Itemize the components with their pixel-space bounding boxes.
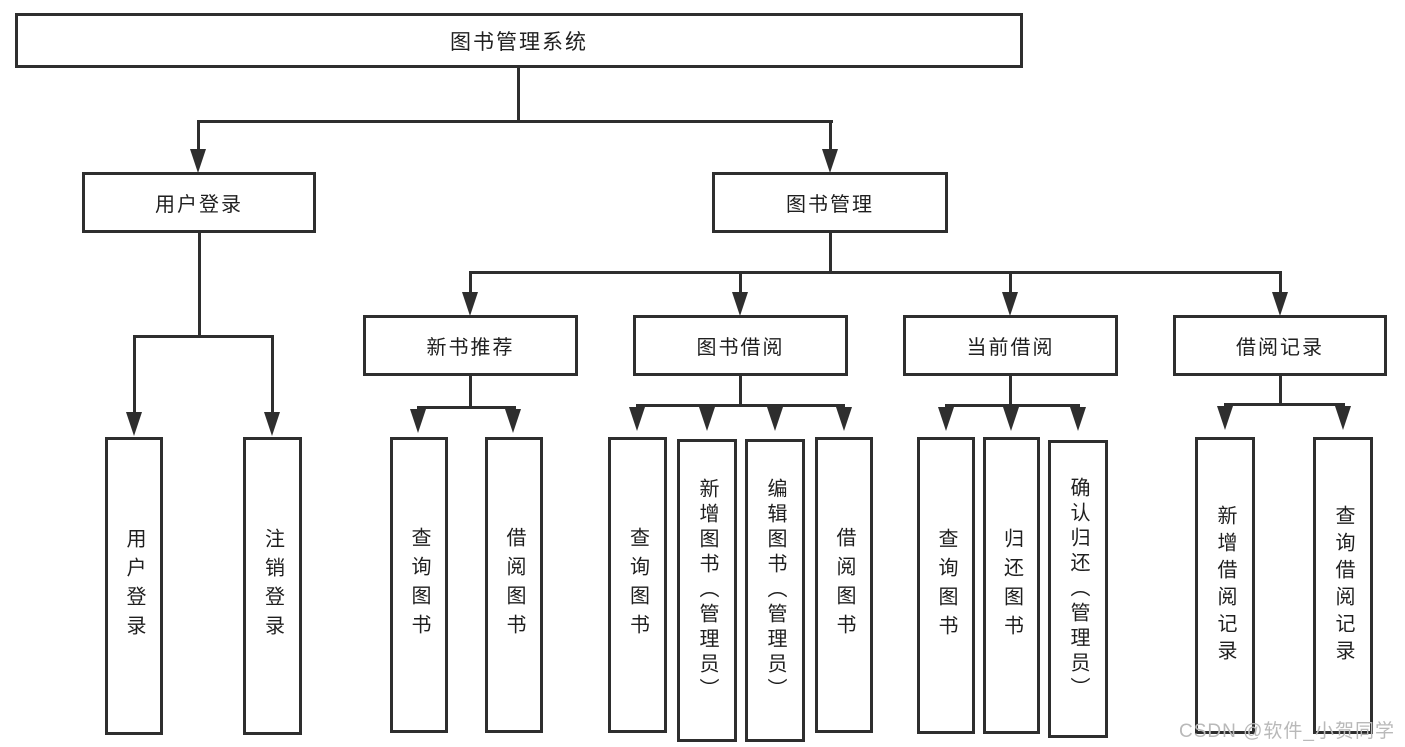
leaf-label: 归还图书	[1000, 527, 1023, 644]
node-new-book-recommend: 新书推荐	[363, 315, 578, 376]
arrow-down-icon	[264, 412, 280, 436]
connector-g1-stem	[469, 376, 472, 408]
leaf-label: 确认归还（管理员）	[1067, 476, 1089, 702]
leaf-user-login: 用户登录	[105, 437, 163, 735]
connector-root-right-drop	[829, 120, 832, 150]
arrow-down-icon	[1217, 406, 1233, 430]
connector-g2-bar	[636, 404, 845, 407]
leaf-label: 查询图书	[408, 527, 430, 643]
connector-user-left-drop	[133, 335, 136, 413]
leaf-label: 查询借阅记录	[1332, 504, 1354, 667]
leaf-label: 借阅图书	[833, 527, 855, 643]
arrow-down-icon	[732, 292, 748, 316]
node-borrow-records-label: 借阅记录	[1236, 337, 1324, 359]
connector-root-left-drop	[197, 120, 200, 150]
leaf-query-books-current: 查询图书	[917, 437, 975, 734]
arrow-down-icon	[505, 409, 521, 433]
arrow-down-icon	[126, 412, 142, 436]
connector-book-bar	[469, 271, 1281, 274]
leaf-add-borrow-record: 新增借阅记录	[1195, 437, 1255, 734]
connector-book-stem	[829, 233, 832, 273]
leaf-add-books-admin: 新增图书（管理员）	[677, 439, 737, 742]
leaf-query-books-recommend: 查询图书	[390, 437, 448, 733]
arrow-down-icon	[836, 407, 852, 431]
node-book-management: 图书管理	[712, 172, 948, 233]
leaf-query-borrow-record: 查询借阅记录	[1313, 437, 1373, 734]
leaf-query-books-borrow: 查询图书	[608, 437, 667, 733]
arrow-down-icon	[822, 149, 838, 173]
leaf-edit-books-admin: 编辑图书（管理员）	[745, 439, 805, 742]
leaf-logout: 注销登录	[243, 437, 302, 735]
arrow-down-icon	[1272, 292, 1288, 316]
arrow-down-icon	[699, 407, 715, 431]
leaf-borrow-books: 借阅图书	[815, 437, 873, 733]
leaf-logout-label: 注销登录	[261, 528, 284, 644]
node-user-login-label: 用户登录	[155, 194, 243, 216]
node-current-borrow: 当前借阅	[903, 315, 1118, 376]
connector-root-bar	[197, 120, 833, 123]
arrow-down-icon	[629, 407, 645, 431]
node-current-borrow-label: 当前借阅	[966, 337, 1055, 359]
arrow-down-icon	[1003, 407, 1019, 431]
node-book-borrow: 图书借阅	[633, 315, 848, 376]
leaf-label: 查询图书	[626, 527, 649, 643]
node-root-system: 图书管理系统	[15, 13, 1023, 68]
connector-g2-stem	[739, 376, 742, 406]
leaf-label: 查询图书	[935, 527, 957, 644]
leaf-label: 编辑图书（管理员）	[764, 478, 786, 703]
connector-root-stem	[517, 68, 520, 122]
arrow-down-icon	[767, 407, 783, 431]
connector-book-drop-4	[1279, 271, 1282, 295]
csdn-watermark: CSDN @软件_小贺同学	[1179, 721, 1395, 742]
arrow-down-icon	[462, 292, 478, 316]
node-root-label: 图书管理系统	[450, 30, 588, 54]
arrow-down-icon	[1002, 292, 1018, 316]
connector-user-stem	[198, 233, 201, 337]
connector-book-drop-2	[739, 271, 742, 295]
connector-g3-bar	[945, 404, 1080, 407]
connector-user-bar	[133, 335, 274, 338]
leaf-borrow-books-recommend: 借阅图书	[485, 437, 543, 733]
node-book-borrow-label: 图书借阅	[696, 337, 785, 359]
connector-g4-bar	[1224, 403, 1345, 406]
arrow-down-icon	[1335, 406, 1351, 430]
leaf-user-login-label: 用户登录	[123, 528, 145, 644]
connector-book-drop-1	[469, 271, 472, 295]
arrow-down-icon	[938, 407, 954, 431]
leaf-confirm-return-admin: 确认归还（管理员）	[1048, 440, 1108, 738]
connector-book-drop-3	[1009, 271, 1012, 295]
connector-user-right-drop	[271, 335, 274, 413]
leaf-label: 借阅图书	[503, 527, 525, 643]
arrow-down-icon	[410, 409, 426, 433]
connector-g1-bar	[417, 406, 516, 409]
leaf-label: 新增借阅记录	[1214, 504, 1236, 667]
node-borrow-records: 借阅记录	[1173, 315, 1387, 376]
leaf-return-books: 归还图书	[983, 437, 1040, 734]
connector-g4-stem	[1279, 376, 1282, 405]
arrow-down-icon	[190, 149, 206, 173]
leaf-label: 新增图书（管理员）	[696, 478, 718, 703]
node-book-management-label: 图书管理	[786, 194, 874, 216]
node-user-login-branch: 用户登录	[82, 172, 316, 233]
connector-g3-stem	[1009, 376, 1012, 406]
node-new-book-recommend-label: 新书推荐	[426, 337, 515, 359]
arrow-down-icon	[1070, 407, 1086, 431]
